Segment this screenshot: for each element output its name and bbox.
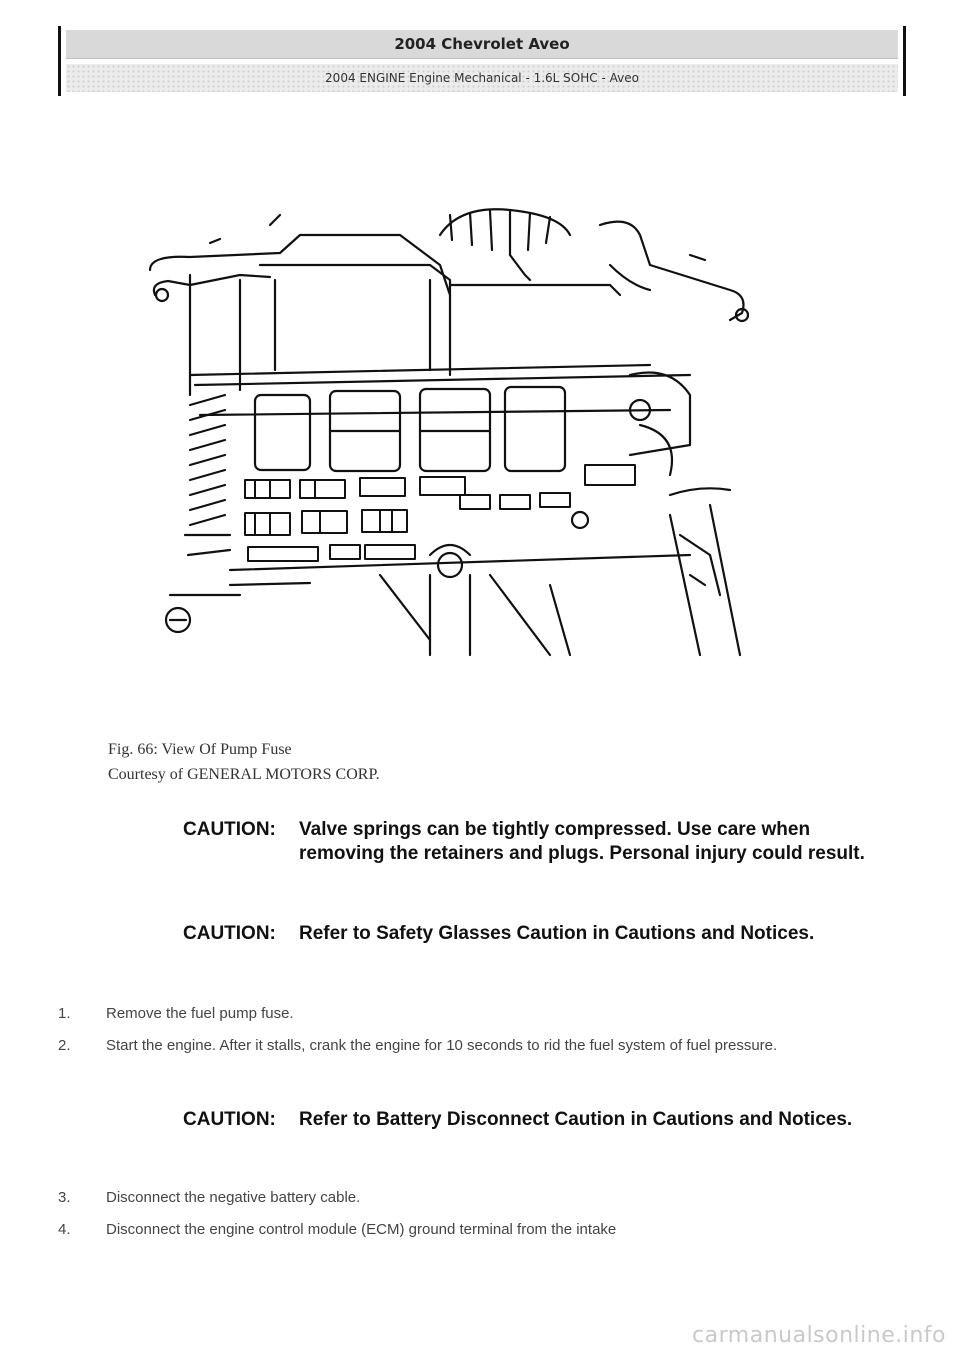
caution-valve-springs: CAUTION: Valve springs can be tightly co…: [183, 818, 903, 866]
figure-caption-title: Fig. 66: View Of Pump Fuse: [108, 741, 292, 758]
step-number: 3.: [58, 1189, 71, 1206]
caution-battery-disconnect: CAUTION: Refer to Battery Disconnect Cau…: [183, 1108, 903, 1132]
figure-caption: Fig. 66: View Of Pump Fuse Courtesy of G…: [108, 737, 380, 787]
fuse-box-illustration: [148, 208, 750, 657]
procedure-step: 1. Remove the fuel pump fuse.: [58, 1002, 908, 1026]
caution-text: Refer to Safety Glasses Caution in Cauti…: [299, 923, 815, 944]
site-watermark: carmanualsonline.info: [692, 1323, 946, 1348]
step-text: Start the engine. After it stalls, crank…: [106, 1037, 778, 1054]
header-subtitle: 2004 ENGINE Engine Mechanical - 1.6L SOH…: [66, 64, 898, 92]
caution-label: CAUTION:: [183, 819, 276, 840]
caution-label: CAUTION:: [183, 923, 276, 944]
page-header: 2004 Chevrolet Aveo 2004 ENGINE Engine M…: [58, 26, 906, 96]
procedure-step: 2. Start the engine. After it stalls, cr…: [58, 1034, 908, 1058]
caution-safety-glasses: CAUTION: Refer to Safety Glasses Caution…: [183, 922, 903, 946]
caution-text: Refer to Battery Disconnect Caution in C…: [299, 1109, 853, 1130]
step-text: Remove the fuel pump fuse.: [106, 1005, 294, 1022]
step-text: Disconnect the negative battery cable.: [106, 1189, 361, 1206]
caution-text: Valve springs can be tightly compressed.…: [299, 819, 865, 864]
step-text: Disconnect the engine control module (EC…: [106, 1221, 617, 1238]
header-right-rule: [903, 26, 906, 96]
step-number: 1.: [58, 1005, 71, 1022]
step-number: 2.: [58, 1037, 71, 1054]
figure-caption-credit: Courtesy of GENERAL MOTORS CORP.: [108, 766, 380, 783]
procedure-step: 3. Disconnect the negative battery cable…: [58, 1186, 908, 1210]
header-title: 2004 Chevrolet Aveo: [66, 30, 898, 59]
header-left-rule: [58, 26, 61, 96]
procedure-step: 4. Disconnect the engine control module …: [58, 1218, 908, 1242]
caution-label: CAUTION:: [183, 1109, 276, 1130]
step-number: 4.: [58, 1221, 71, 1238]
